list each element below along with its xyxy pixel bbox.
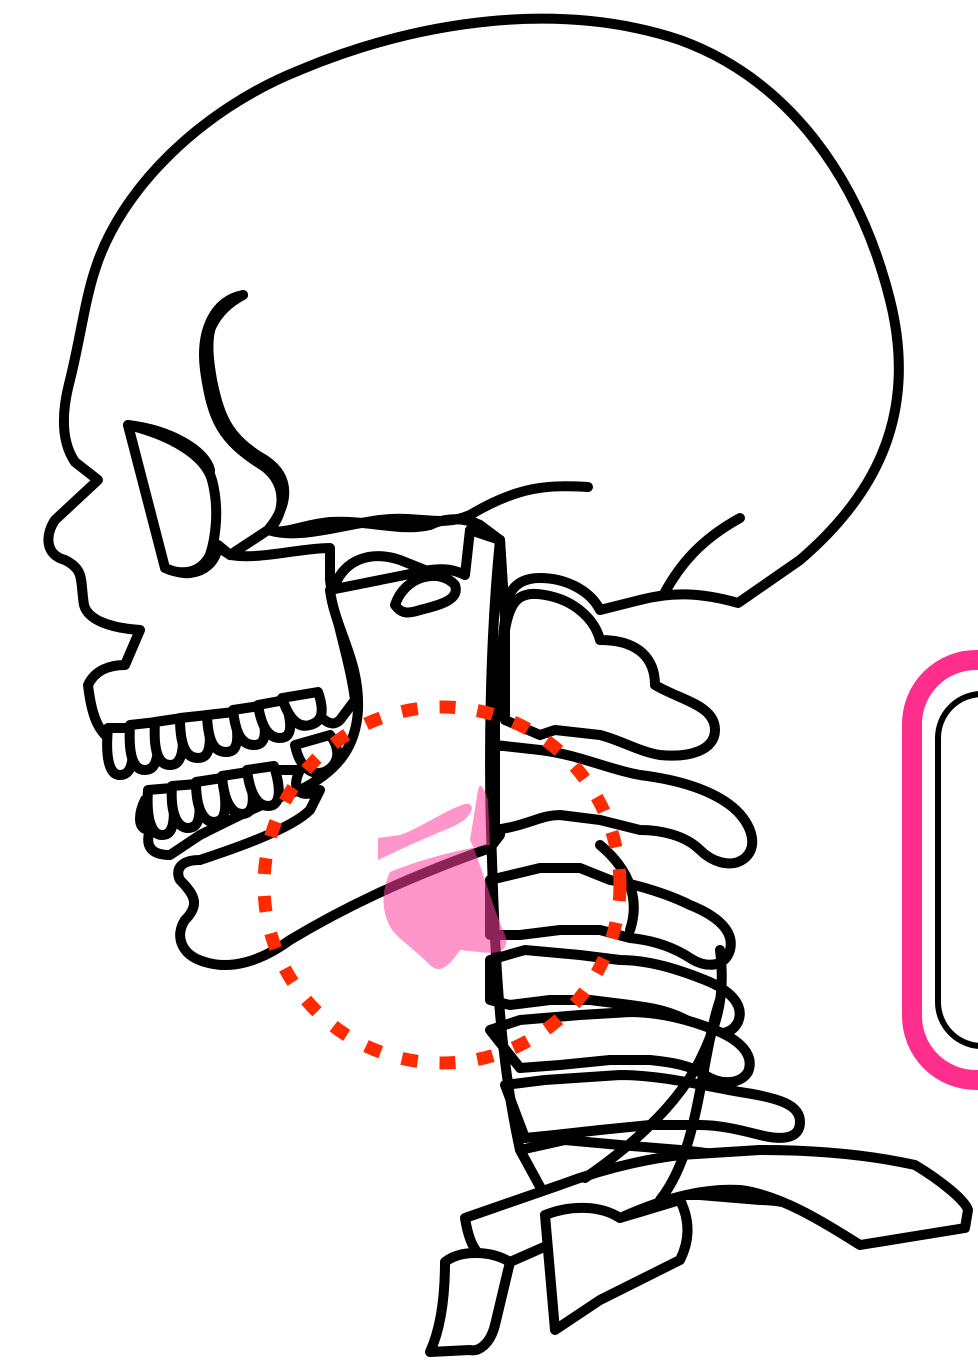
cervical-spine-icon [430, 540, 968, 1352]
rib-segment [430, 1253, 510, 1352]
vertebra-c2 [495, 745, 752, 863]
callout-frame-icon [912, 660, 978, 1080]
vertebra-c1 [505, 594, 715, 756]
rib-segment-2 [545, 1200, 688, 1330]
